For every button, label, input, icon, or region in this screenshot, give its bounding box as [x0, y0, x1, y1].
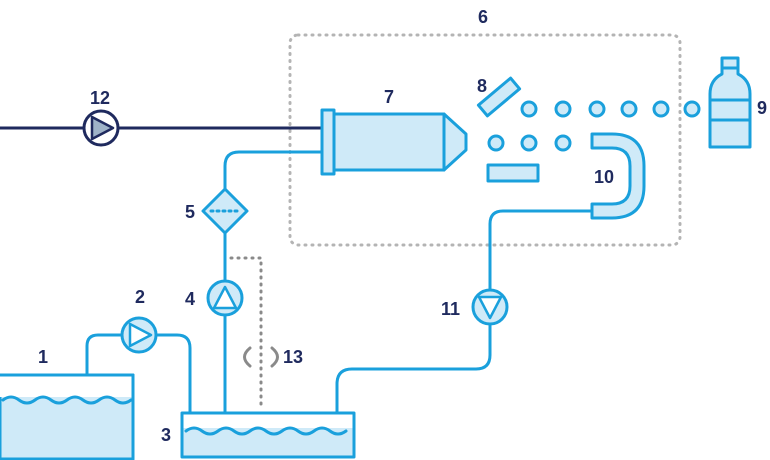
enclosure-6: [288, 33, 682, 247]
label-11: 11: [441, 299, 460, 319]
label-7: 7: [384, 87, 394, 107]
tank-1: [0, 373, 135, 460]
pipe-pump2-tank3: [153, 333, 192, 415]
droplets-bottom-row: [487, 134, 572, 152]
pipe-tank1-pump2: [85, 333, 124, 377]
tank-3: [180, 411, 356, 459]
gutter-10: [590, 132, 646, 220]
pump-2: [120, 316, 158, 354]
deflector-plate: [486, 163, 540, 183]
label-10: 10: [594, 167, 614, 187]
pump-12: [82, 109, 120, 147]
sensor-13: [243, 346, 279, 368]
label-9: 9: [757, 98, 767, 118]
label-13: 13: [283, 347, 303, 367]
label-8: 8: [477, 76, 487, 96]
filter-5: [201, 187, 249, 235]
label-6: 6: [478, 7, 488, 27]
label-12: 12: [90, 88, 110, 108]
pump-4-arrow-icon: [212, 285, 238, 310]
tank-1-surface: [1, 395, 133, 405]
label-3: 3: [161, 425, 171, 445]
label-5: 5: [185, 202, 195, 222]
pipe-filter5-nozzle7: [223, 150, 324, 191]
tank-3-surface: [184, 426, 348, 436]
bottle-9: [708, 56, 752, 149]
element-8: [476, 76, 522, 118]
pipe-gutter10-pump11: [488, 209, 594, 292]
pump-12-arrow-icon: [90, 115, 115, 141]
label-2: 2: [135, 287, 145, 307]
label-1: 1: [38, 347, 48, 367]
pump-2-arrow-icon: [128, 322, 153, 348]
pump-4: [206, 279, 244, 317]
pipe-pump11-tank3: [335, 322, 492, 415]
pump-11: [471, 288, 509, 326]
sensor-line-13: [229, 256, 263, 410]
droplets-top-row: [520, 100, 701, 118]
nozzle-7: [320, 108, 468, 176]
label-4: 4: [185, 289, 195, 309]
pump-11-arrow-icon: [477, 295, 503, 320]
